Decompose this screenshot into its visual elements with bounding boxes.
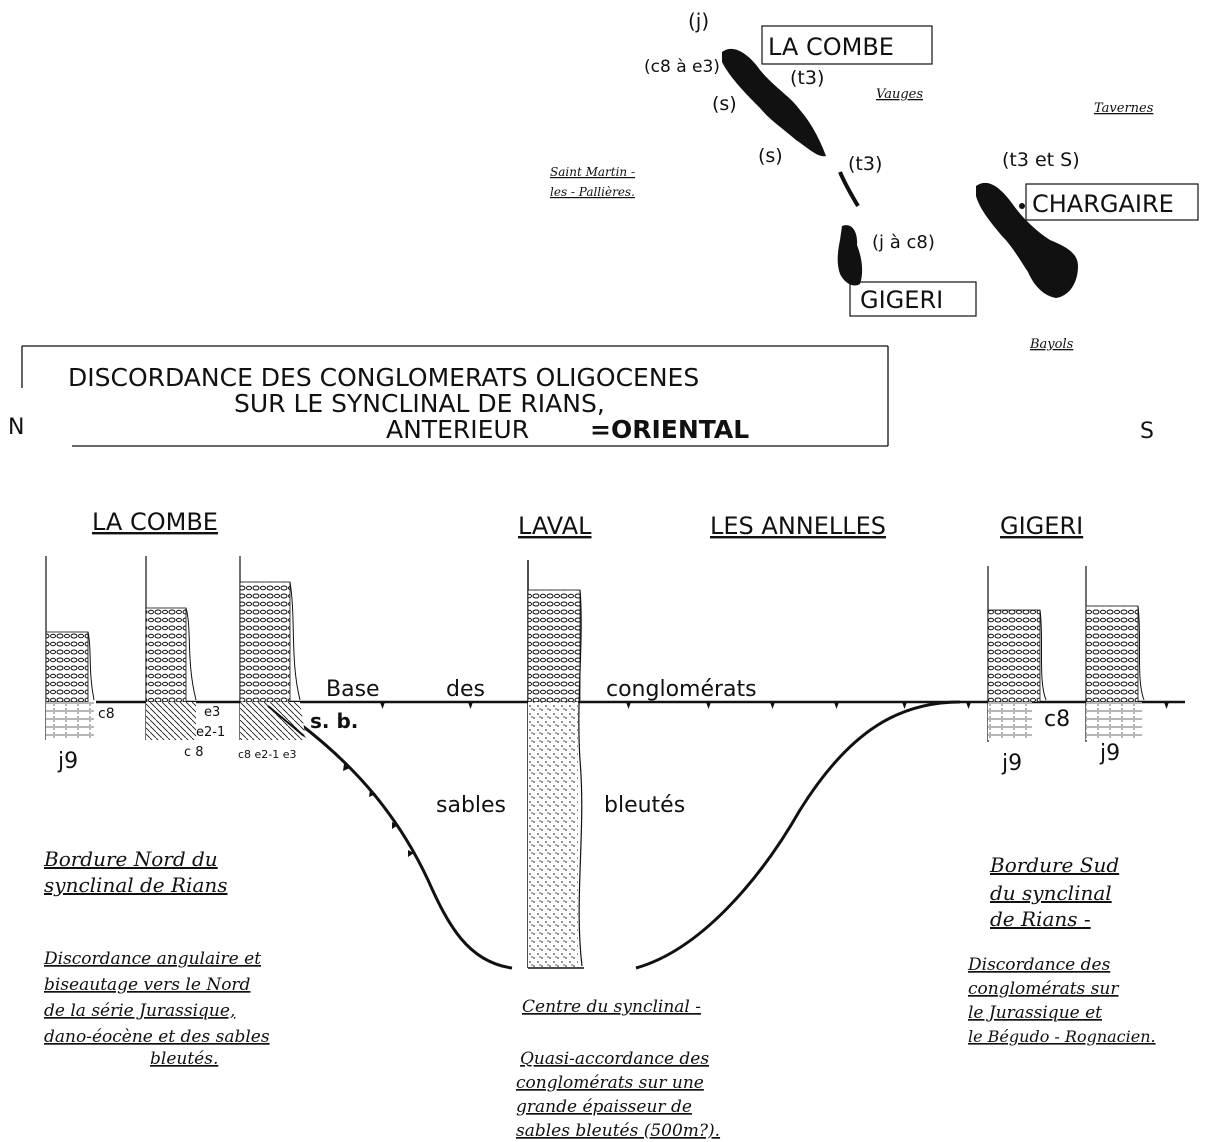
map-town-bayols: Bayols [1029, 337, 1074, 352]
note-north-title-2: synclinal de Rians [44, 873, 228, 897]
base-line-ticks [380, 702, 1169, 709]
column-la-combe-1 [45, 556, 95, 740]
note-south: Bordure Sud du synclinal de Rians - Disc… [967, 853, 1156, 1046]
trough-north-flank [299, 722, 513, 970]
south-label: S [1140, 419, 1154, 444]
note-north-body-3: de la série Jurassique, [44, 1001, 235, 1021]
outcrop-la-combe-tail [838, 171, 860, 208]
label-j9-left: j9 [57, 749, 78, 774]
label-e3-a: e3 [204, 705, 220, 720]
title-line-3b: =ORIENTAL [590, 415, 749, 444]
map-label-c8-e3: (c8 à e3) [644, 57, 720, 77]
sables-word-1: sables [436, 793, 506, 818]
base-word-2: des [446, 677, 485, 702]
column-la-combe-2 [145, 556, 197, 740]
map-town-tavernes: Tavernes [1094, 101, 1154, 116]
note-north-body-1: Discordance angulaire et [43, 949, 261, 969]
map-label-t3-b: (t3) [848, 153, 882, 175]
north-flank-ticks [343, 764, 414, 857]
note-center-body-2: conglomérats sur une [516, 1073, 704, 1093]
map-box-la-combe [761, 25, 933, 65]
map-label-j: (j) [688, 9, 709, 33]
note-center-body-4: sables bleutés (500m?). [516, 1121, 720, 1141]
column-laval [527, 560, 584, 969]
map-label-j-c8: (j à c8) [872, 232, 935, 253]
note-center: Centre du synclinal - Quasi-accordance d… [516, 997, 720, 1141]
map-box-gigeri [849, 281, 977, 317]
base-word-3: conglomérats [606, 677, 757, 702]
label-c8-e2-e3: c8 e2-1 e3 [238, 748, 297, 761]
heading-les-annelles: LES ANNELLES [710, 512, 886, 540]
note-north-title-1: Bordure Nord du [43, 847, 218, 871]
label-c8-right: c8 [1044, 707, 1070, 732]
outcrop-la-combe [722, 48, 826, 157]
note-north-body-2: biseautage vers le Nord [44, 975, 251, 995]
north-label: N [8, 415, 24, 440]
column-gigeri-2 [1085, 566, 1145, 742]
map-town-vauges: Vauges [876, 87, 923, 102]
column-gigeri-1 [987, 566, 1047, 742]
note-north-body-4: dano-éocène et des sables [44, 1027, 270, 1047]
title-line-1: DISCORDANCE DES CONGLOMERATS OLIGOCENES [68, 363, 699, 392]
trough-south-flank [635, 700, 961, 970]
note-center-title: Centre du synclinal - [522, 997, 701, 1017]
note-south-title-1: Bordure Sud [989, 853, 1119, 877]
note-south-body-4: le Bégudo - Rognacien. [968, 1027, 1156, 1046]
note-north-body-5: bleutés. [150, 1049, 218, 1069]
map-label-s-a: (s) [712, 93, 737, 115]
outcrop-dot [1019, 203, 1025, 209]
column-la-combe-3 [239, 556, 306, 740]
label-c8-a: c8 [98, 706, 115, 722]
map-town-saint-martin-1: Saint Martin - [550, 165, 635, 179]
note-south-body-3: le Jurassique et [968, 1003, 1102, 1023]
outcrop-gigeri [837, 225, 863, 286]
heading-la-combe: LA COMBE [92, 508, 218, 536]
title-box: DISCORDANCE DES CONGLOMERATS OLIGOCENES … [21, 345, 889, 447]
label-j9-right-1: j9 [1001, 751, 1022, 776]
map-label-la-combe: LA COMBE [768, 33, 894, 61]
outcrop-chargaire [976, 182, 1078, 298]
heading-gigeri: GIGERI [1000, 512, 1083, 540]
map-label-s-b: (s) [758, 145, 783, 167]
heading-laval: LAVAL [518, 512, 592, 540]
map-label-t3-a: (t3) [790, 67, 824, 89]
note-south-body-1: Discordance des [967, 955, 1111, 975]
note-center-body-1: Quasi-accordance des [520, 1049, 709, 1069]
label-c8-b: c 8 [184, 745, 204, 760]
map-label-chargaire: CHARGAIRE [1032, 190, 1174, 218]
base-word-1: Base [326, 677, 380, 702]
title-line-2: SUR LE SYNCLINAL DE RIANS, [234, 389, 605, 418]
label-j9-right-2: j9 [1099, 741, 1120, 766]
map-box-chargaire [1025, 183, 1199, 221]
title-line-3a: ANTERIEUR [386, 415, 529, 444]
map-town-saint-martin-2: les - Pallières. [550, 185, 635, 199]
map-label-t3-s: (t3 et S) [1002, 149, 1080, 171]
note-south-title-3: de Rians - [990, 907, 1091, 931]
note-center-body-3: grande épaisseur de [516, 1097, 692, 1117]
sables-word-2: bleutés [604, 793, 685, 818]
label-e2-1: e2-1 [196, 725, 225, 740]
sb-label: s. b. [310, 709, 358, 733]
note-north: Bordure Nord du synclinal de Rians Disco… [43, 847, 270, 1069]
note-south-title-2: du synclinal [990, 881, 1112, 905]
location-map: (j) LA COMBE (c8 à e3) (t3) (s) (s) (t3)… [550, 9, 1199, 352]
note-south-body-2: conglomérats sur [968, 979, 1119, 999]
map-label-gigeri: GIGERI [860, 286, 943, 314]
